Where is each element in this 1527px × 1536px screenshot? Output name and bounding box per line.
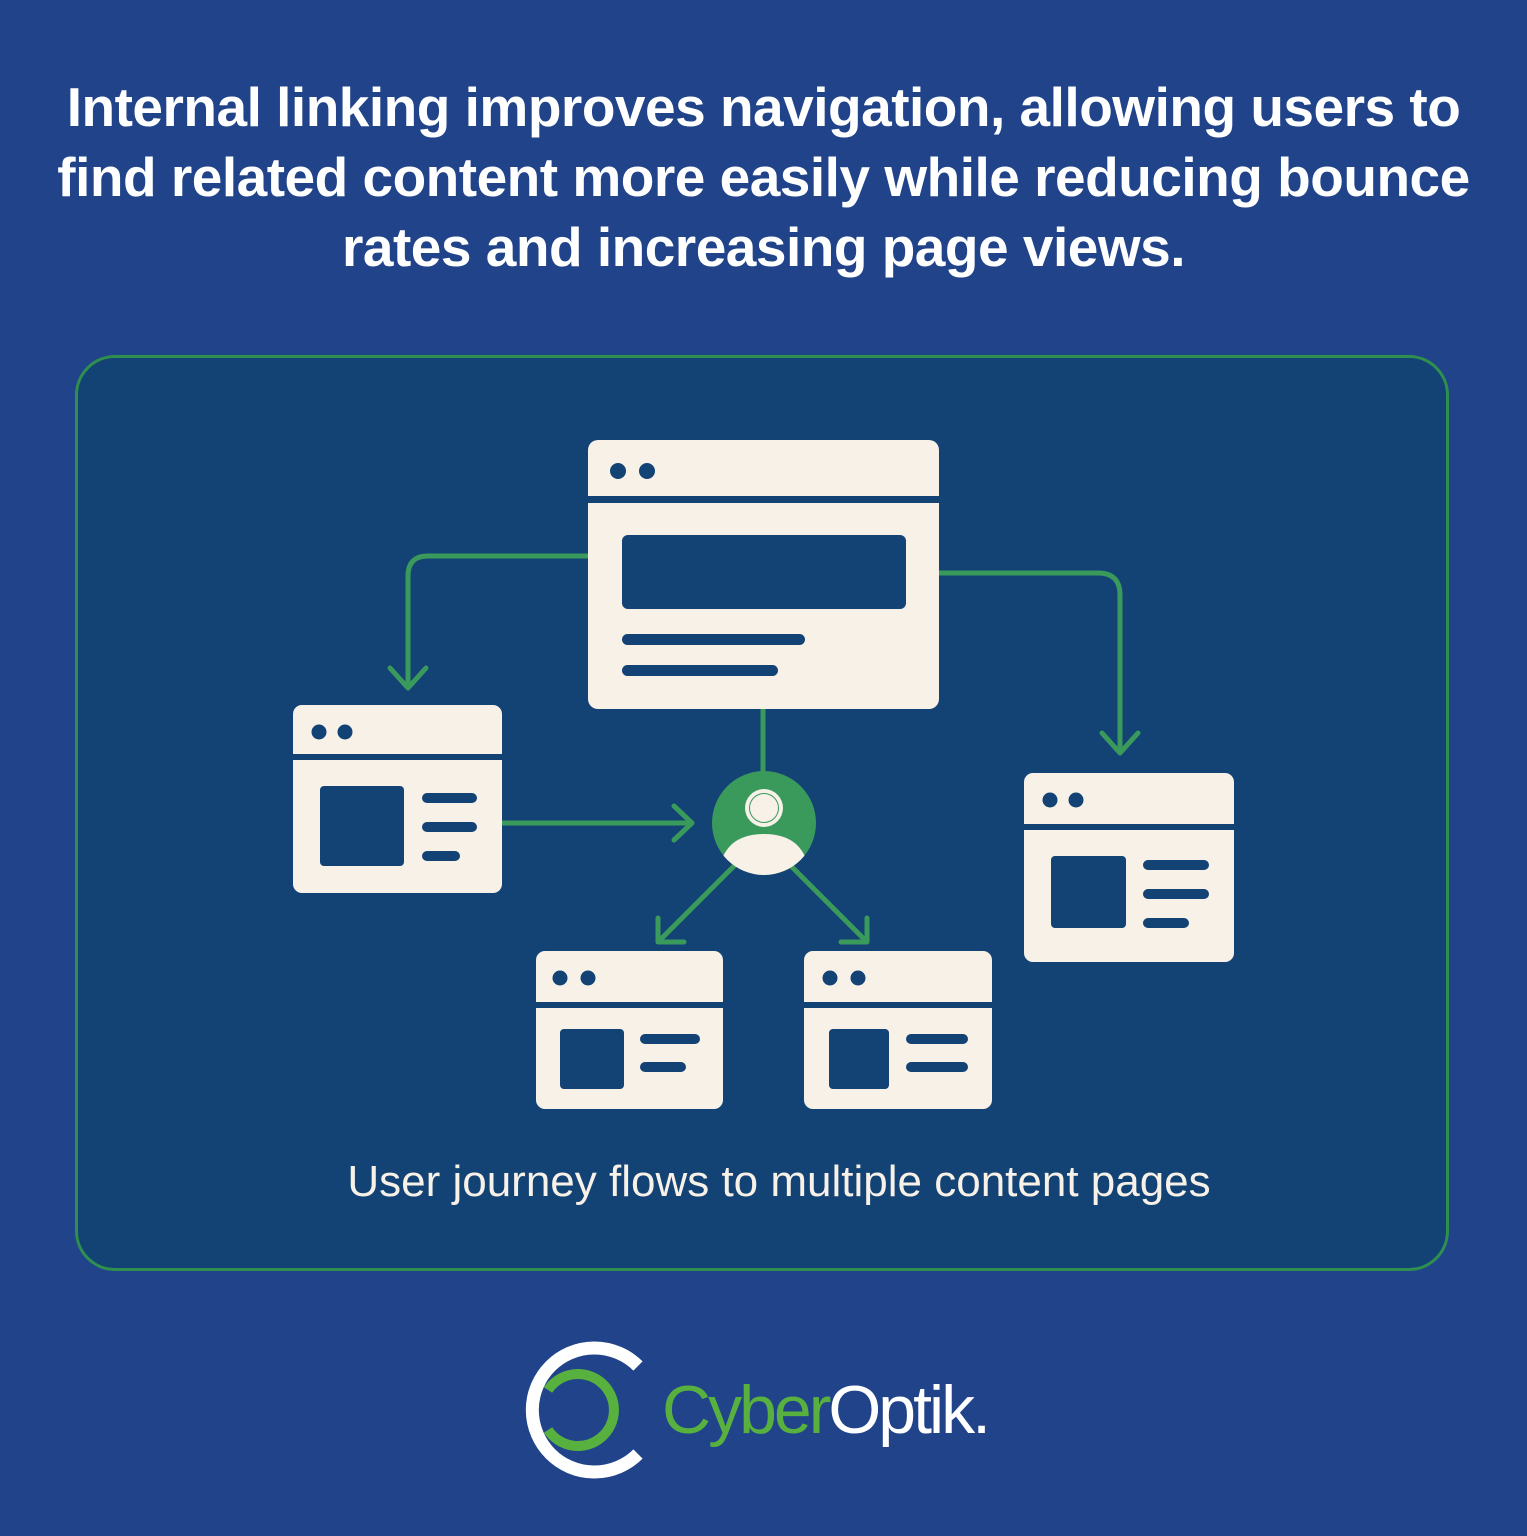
edge-main-to-left: [405, 553, 591, 688]
logo-word-optik: Optik.: [828, 1372, 991, 1448]
arrowhead-user-to-bottom-left: [655, 915, 687, 945]
arrowhead-left-to-user: [671, 803, 695, 843]
cyberoptik-ring-logo-icon: [525, 1341, 643, 1479]
cyberoptik-logo: CyberOptik.: [510, 1330, 1030, 1490]
arrowhead-main-to-left: [387, 665, 429, 691]
edge-user-to-bottom-right: [787, 862, 868, 943]
diagram-caption: User journey flows to multiple content p…: [347, 1157, 1211, 1206]
edge-user-to-bottom-left: [657, 862, 738, 943]
logo-wordmark: CyberOptik.: [662, 1370, 991, 1450]
main-page-icon: [588, 440, 939, 709]
logo-word-cyber: Cyber: [662, 1372, 831, 1448]
user-avatar-icon: [712, 771, 816, 875]
arrowhead-main-to-right: [1099, 730, 1141, 756]
left-page-icon: [293, 705, 502, 893]
right-page-icon: [1024, 773, 1234, 962]
bottom-right-page-icon: [804, 951, 992, 1109]
headline: Internal linking improves navigation, al…: [57, 76, 1470, 278]
arrowhead-user-to-bottom-right: [838, 915, 870, 945]
bottom-left-page-icon: [536, 951, 723, 1109]
edge-main-to-right: [935, 570, 1123, 753]
